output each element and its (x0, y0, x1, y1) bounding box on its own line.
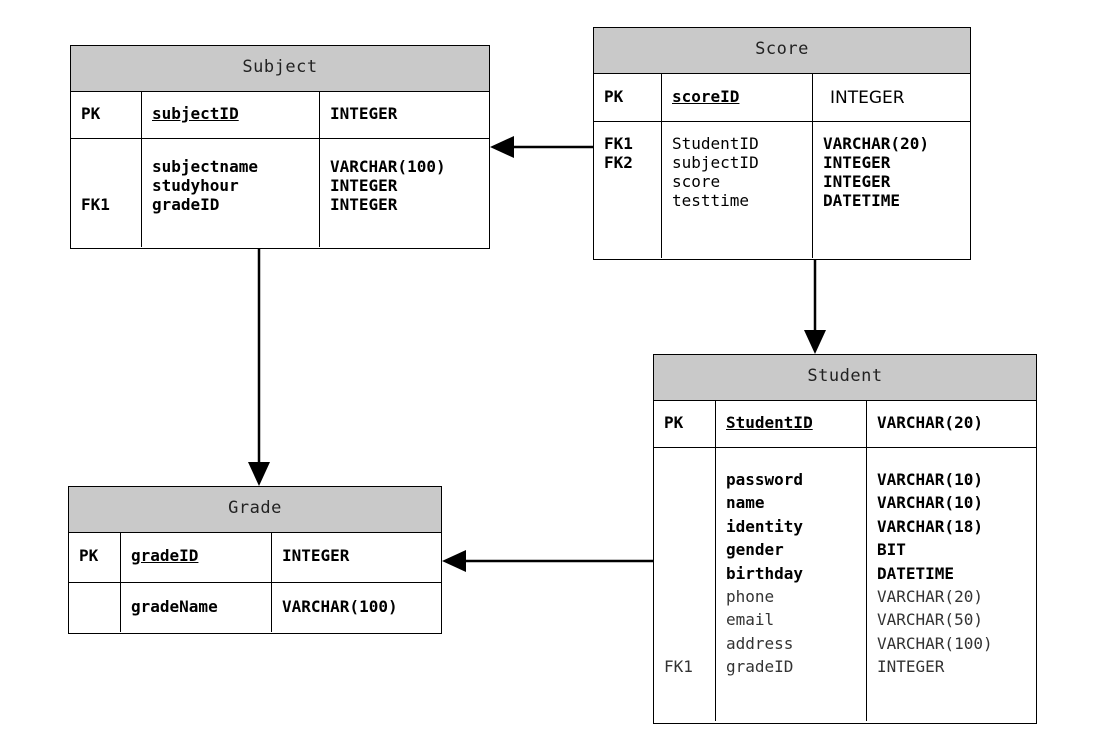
key-cell (81, 176, 141, 195)
key-cell (81, 157, 141, 176)
entity-student-attributes: FK1 password name identity gender birthd… (654, 448, 1036, 721)
entity-grade-title: Grade (69, 487, 441, 533)
arrowhead-grade-right (442, 550, 466, 572)
key-cell (664, 632, 715, 655)
key-cell (664, 468, 715, 491)
entity-subject-title: Subject (71, 46, 489, 92)
key-column (69, 583, 121, 632)
entity-student-title: Student (654, 355, 1036, 401)
type-column: VARCHAR(20) INTEGER INTEGER DATETIME (813, 122, 970, 258)
key-cell (664, 608, 715, 631)
field-type: VARCHAR(18) (877, 516, 983, 536)
key-column: FK1 FK2 (594, 122, 662, 258)
entity-grade-pk-row: PK gradeID INTEGER (69, 533, 441, 583)
entity-student[interactable]: Student PK StudentID VARCHAR(20) FK1 pas… (653, 354, 1037, 724)
name-column: password name identity gender birthday p… (716, 448, 867, 721)
pk-field-name: subjectID (142, 92, 320, 138)
key-cell (604, 191, 661, 210)
key-column: FK1 (654, 448, 716, 721)
type-column: VARCHAR(100) (272, 583, 441, 632)
arrowhead-subject (490, 136, 514, 158)
field-name: address (726, 633, 794, 653)
pk-field-name: scoreID (662, 74, 813, 121)
field-name: subjectname (152, 157, 258, 176)
field-type: DATETIME (823, 191, 901, 210)
field-name: studyhour (152, 176, 239, 195)
field-type: INTEGER (823, 153, 891, 172)
name-column: subjectname studyhour gradeID (142, 139, 320, 247)
key-cell (664, 538, 715, 561)
pk-field-name: StudentID (716, 401, 867, 447)
key-cell: FK1 (604, 134, 633, 153)
arrowhead-student (804, 330, 826, 354)
entity-student-pk-row: PK StudentID VARCHAR(20) (654, 401, 1036, 448)
type-column: VARCHAR(10) VARCHAR(10) VARCHAR(18) BIT … (867, 448, 1036, 721)
field-name: testtime (672, 191, 750, 210)
field-type: VARCHAR(50) (877, 610, 983, 630)
key-cell (664, 562, 715, 585)
pk-field-type: INTEGER (830, 88, 905, 108)
field-type: VARCHAR(100) (282, 597, 398, 616)
name-column: gradeName (121, 583, 272, 632)
entity-grade[interactable]: Grade PK gradeID INTEGER gradeName VARCH… (68, 486, 442, 634)
entity-subject[interactable]: Subject PK subjectID INTEGER FK1 subject… (70, 45, 490, 249)
entity-subject-pk-row: PK subjectID INTEGER (71, 92, 489, 139)
pk-label: PK (654, 401, 716, 447)
field-type: INTEGER (823, 172, 891, 191)
field-type: VARCHAR(100) (330, 157, 446, 176)
key-cell (664, 585, 715, 608)
field-type: DATETIME (877, 563, 955, 583)
field-type: VARCHAR(10) (877, 493, 983, 513)
field-name: gradeID (152, 195, 220, 214)
field-type: INTEGER (877, 657, 945, 677)
pk-label: PK (71, 92, 142, 138)
field-name: gradeName (131, 597, 218, 616)
field-type: VARCHAR(20) (877, 587, 983, 607)
key-cell: FK2 (604, 153, 633, 172)
field-name: score (672, 172, 721, 191)
field-type: INTEGER (330, 195, 398, 214)
pk-label: PK (69, 533, 121, 582)
field-name: identity (726, 516, 804, 536)
key-cell (664, 515, 715, 538)
field-name: email (726, 610, 775, 630)
field-type: BIT (877, 540, 906, 560)
pk-field-type: INTEGER (330, 104, 398, 123)
field-name: password (726, 470, 804, 489)
key-cell (604, 172, 661, 191)
entity-score-title: Score (594, 28, 970, 74)
field-type: VARCHAR(100) (877, 633, 993, 653)
key-cell (664, 491, 715, 514)
field-name: name (726, 493, 765, 513)
pk-field-type: VARCHAR(20) (877, 413, 983, 432)
key-cell (79, 597, 120, 616)
entity-subject-attributes: FK1 subjectname studyhour gradeID VARCHA… (71, 139, 489, 247)
field-type: INTEGER (330, 176, 398, 195)
field-name: StudentID (672, 134, 759, 153)
key-column: FK1 (71, 139, 142, 247)
arrowhead-grade-top (248, 462, 270, 486)
field-type: VARCHAR(20) (823, 134, 929, 153)
entity-score-pk-row: PK scoreID INTEGER (594, 74, 970, 122)
field-name: subjectID (672, 153, 759, 172)
pk-label: PK (594, 74, 662, 121)
key-cell: FK1 (664, 657, 693, 677)
key-cell: FK1 (81, 195, 110, 214)
field-type: VARCHAR(10) (877, 470, 983, 489)
pk-field-type: INTEGER (282, 546, 350, 565)
field-name: gender (726, 540, 784, 560)
pk-field-name: gradeID (121, 533, 272, 582)
field-name: gradeID (726, 657, 794, 677)
name-column: StudentID subjectID score testtime (662, 122, 813, 258)
field-name: phone (726, 587, 775, 607)
entity-score-attributes: FK1 FK2 StudentID subjectID score testti… (594, 122, 970, 258)
field-name: birthday (726, 563, 804, 583)
entity-grade-attributes: gradeName VARCHAR(100) (69, 583, 441, 632)
type-column: VARCHAR(100) INTEGER INTEGER (320, 139, 489, 247)
entity-score[interactable]: Score PK scoreID INTEGER FK1 FK2 Student… (593, 27, 971, 260)
